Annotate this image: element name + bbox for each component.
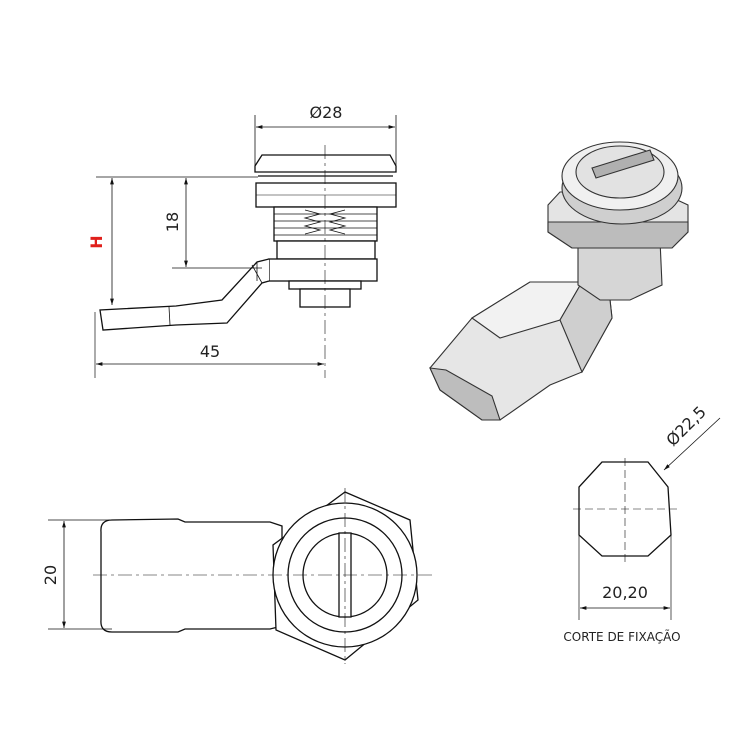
dim-diameter-28: Ø28: [310, 103, 343, 122]
dim-width-20: 20: [41, 565, 60, 585]
dim-height-18: 18: [163, 212, 182, 232]
cutout-view: [573, 417, 721, 620]
dim-cutout-flat: 20,20: [602, 583, 648, 602]
cutout-caption: CORTE DE FIXAÇÃO: [563, 629, 680, 644]
dim-h-label: H: [87, 235, 106, 248]
isometric-view: [429, 141, 689, 421]
top-view: [48, 488, 432, 664]
side-view: [94, 115, 397, 378]
dim-length-45: 45: [200, 342, 220, 361]
dim-cutout-diameter: Ø22,5: [662, 402, 710, 450]
